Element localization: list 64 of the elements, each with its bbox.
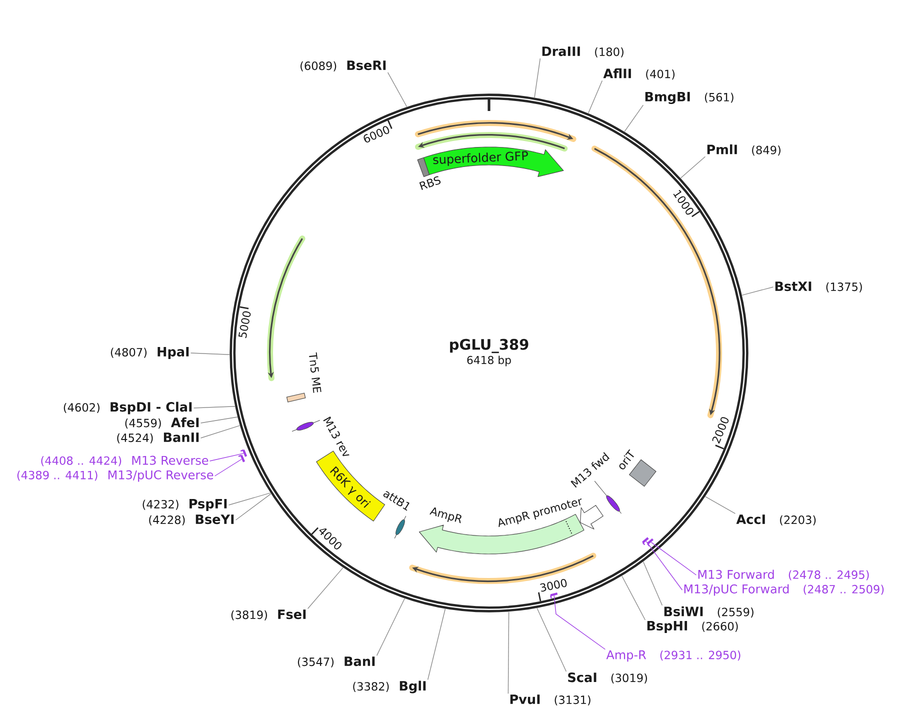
site-label: (4807) HpaI bbox=[110, 347, 189, 359]
leader-line bbox=[554, 595, 606, 650]
site-label: AccI (2203) bbox=[736, 514, 816, 526]
leader-line bbox=[209, 453, 244, 462]
primer-mark bbox=[550, 592, 558, 598]
site-label: DraIII (180) bbox=[542, 46, 624, 58]
site-label: PmlI (849) bbox=[707, 144, 780, 156]
scale-number: 6000 bbox=[364, 126, 390, 142]
leader-line bbox=[190, 352, 230, 355]
primer-label: M13 Forward (2478 .. 2495) bbox=[698, 570, 869, 580]
leader-line bbox=[200, 416, 238, 424]
site-label: PvuI (3131) bbox=[510, 694, 590, 706]
site-label: (3819) FseI bbox=[231, 610, 306, 620]
leader-line bbox=[214, 458, 242, 476]
leader-line bbox=[742, 286, 774, 296]
site-label: (4524) BanII bbox=[117, 432, 199, 444]
primer-mark bbox=[238, 454, 246, 462]
site-label: (4228) BseYI bbox=[149, 514, 234, 526]
leader-line bbox=[235, 493, 272, 520]
leader-line bbox=[680, 156, 706, 178]
plasmid-size: 6418 bp bbox=[467, 356, 511, 366]
site-label: (3547) BanI bbox=[298, 656, 375, 668]
plasmid-name: pGLU_389 bbox=[450, 338, 528, 354]
leader-line bbox=[508, 612, 510, 694]
feature-label: AmpR bbox=[430, 507, 462, 524]
leader-line bbox=[588, 80, 603, 114]
feature-label: RBS bbox=[419, 176, 441, 190]
leader-line bbox=[534, 58, 541, 98]
leader-line bbox=[646, 540, 683, 590]
site-label: (4232) PspFI bbox=[142, 499, 227, 511]
primer-label: (4389 .. 4411) M13/pUC Reverse bbox=[17, 470, 214, 482]
site-label: (6089) BseRI bbox=[300, 60, 386, 72]
scale-number: 2000 bbox=[712, 417, 729, 444]
leader-line bbox=[704, 496, 736, 514]
site-label: ScaI (3019) bbox=[568, 672, 647, 684]
site-label: (3382) BglI bbox=[353, 680, 426, 694]
site-label: BspHI (2660) bbox=[647, 621, 738, 633]
leader-line bbox=[624, 104, 644, 132]
primer-label: M13/pUC Forward (2487 .. 2509) bbox=[684, 584, 884, 596]
primer-label: (4408 .. 4424) M13 Reverse bbox=[41, 456, 208, 466]
leader-line bbox=[228, 492, 271, 506]
primer-label: Amp-R (2931 .. 2950) bbox=[606, 650, 740, 662]
site-label: AflII (401) bbox=[603, 68, 675, 80]
leader-line bbox=[642, 561, 663, 606]
site-label: BstXI (1375) bbox=[775, 282, 862, 292]
leader-line bbox=[193, 406, 236, 408]
leader-line bbox=[622, 576, 646, 620]
site-label: (4559) AfeI bbox=[125, 417, 199, 429]
primer-mark bbox=[646, 538, 654, 546]
feature-label: Tn5 ME bbox=[309, 352, 322, 393]
leader-line bbox=[427, 608, 446, 680]
site-label: (4602) BspDI - ClaI bbox=[64, 402, 192, 414]
leader-line bbox=[200, 425, 240, 438]
leader-line bbox=[536, 608, 567, 672]
scale-number: 3000 bbox=[540, 578, 567, 592]
leader-line bbox=[387, 72, 408, 108]
leader-line bbox=[307, 567, 344, 609]
primer-mark bbox=[642, 537, 649, 546]
scale-number: 5000 bbox=[238, 311, 251, 338]
leader-line bbox=[376, 598, 406, 656]
site-label: BmgBI (561) bbox=[645, 92, 734, 104]
primer-mark bbox=[240, 449, 248, 457]
leader-line bbox=[650, 542, 697, 576]
site-label: BsiWI (2559) bbox=[664, 606, 754, 618]
